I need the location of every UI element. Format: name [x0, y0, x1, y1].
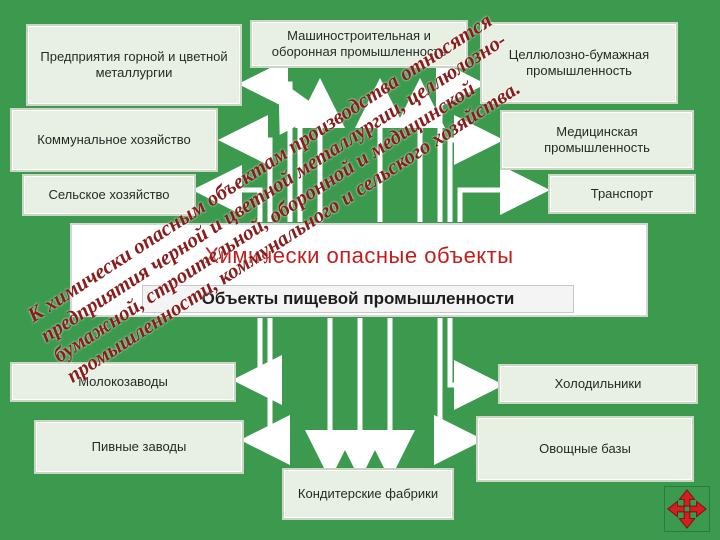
central-block: Химически опасные объекты Объекты пищево…	[70, 223, 648, 317]
machine-defense-label: Машиностроительная и оборонная промышлен…	[271, 28, 447, 59]
fridges-box: Холодильники	[498, 364, 698, 404]
confection-box: Кондитерские фабрики	[282, 468, 454, 520]
vegetable-bases-label: Овощные базы	[539, 441, 631, 457]
agriculture-label: Сельское хозяйство	[48, 187, 170, 203]
machine-defense-box: Машиностроительная и оборонная промышлен…	[250, 20, 468, 68]
dairy-label: Молокозаводы	[78, 374, 168, 390]
communal-box: Коммунальное хозяйство	[10, 108, 218, 172]
beer-box: Пивные заводы	[34, 420, 244, 474]
transport-box: Транспорт	[548, 174, 696, 214]
agriculture-box: Сельское хозяйство	[22, 174, 196, 216]
fridges-label: Холодильники	[554, 376, 642, 392]
navigation-button[interactable]	[664, 486, 710, 532]
pulp-paper-box: Целлюлозно-бумажная промышленность	[480, 22, 678, 104]
pulp-paper-label: Целлюлозно-бумажная промышленность	[508, 47, 650, 78]
central-title: Химически опасные объекты	[204, 243, 514, 268]
vegetable-bases-box: Овощные базы	[476, 416, 694, 482]
central-subtitle: Объекты пищевой промышленности	[142, 285, 574, 313]
four-way-arrow-icon	[667, 489, 707, 529]
mining-metallurgy-label: Предприятия горной и цветной металлургии	[40, 49, 228, 80]
medical-label: Медицинская промышленность	[544, 124, 650, 155]
confection-label: Кондитерские фабрики	[297, 486, 439, 502]
communal-label: Коммунальное хозяйство	[37, 132, 191, 148]
dairy-box: Молокозаводы	[10, 362, 236, 402]
mining-metallurgy-box: Предприятия горной и цветной металлургии	[26, 24, 242, 106]
beer-label: Пивные заводы	[91, 439, 187, 455]
transport-label: Транспорт	[590, 186, 654, 202]
medical-box: Медицинская промышленность	[500, 110, 694, 170]
